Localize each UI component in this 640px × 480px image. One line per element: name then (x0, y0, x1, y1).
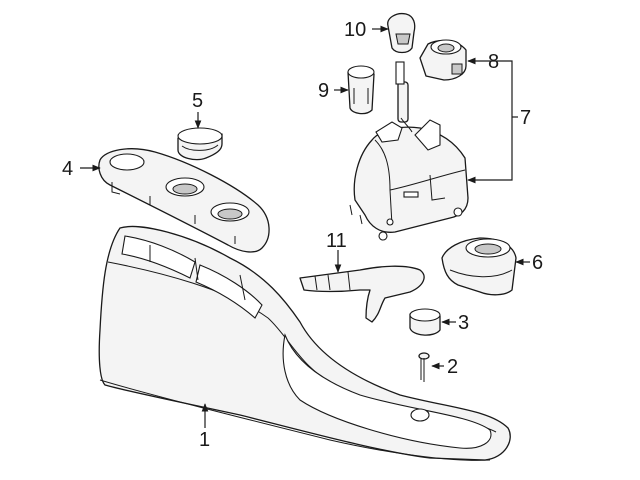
callout-5: 5 (192, 90, 203, 112)
part-8-switch (419, 39, 467, 81)
callout-7: 7 (520, 107, 531, 129)
part-6-bezel (441, 237, 517, 296)
callout-11: 11 (326, 230, 347, 252)
part-11-brake-handle (299, 265, 425, 323)
leader-lines (80, 25, 530, 428)
part-4-cupholder-trim (98, 148, 270, 253)
part-3-grommet (409, 308, 441, 336)
part-2-bolt (418, 352, 430, 382)
callout-2: 2 (447, 356, 458, 378)
part-9-bushing (347, 65, 375, 115)
callout-6: 6 (532, 252, 543, 274)
callout-9: 9 (318, 80, 329, 102)
callout-3: 3 (458, 312, 469, 334)
part-1-console-base (98, 225, 511, 461)
callout-1: 1 (199, 429, 210, 451)
part-10-shift-knob (387, 12, 416, 54)
leader-7-bracket (467, 60, 513, 184)
callout-10: 10 (344, 19, 366, 41)
callout-4: 4 (62, 158, 73, 180)
callout-labels: 1 2 3 4 5 6 7 8 9 10 11 (62, 19, 543, 451)
callout-8: 8 (488, 51, 499, 73)
part-7-shifter-assembly (349, 61, 469, 241)
part-5-cap (177, 127, 223, 161)
